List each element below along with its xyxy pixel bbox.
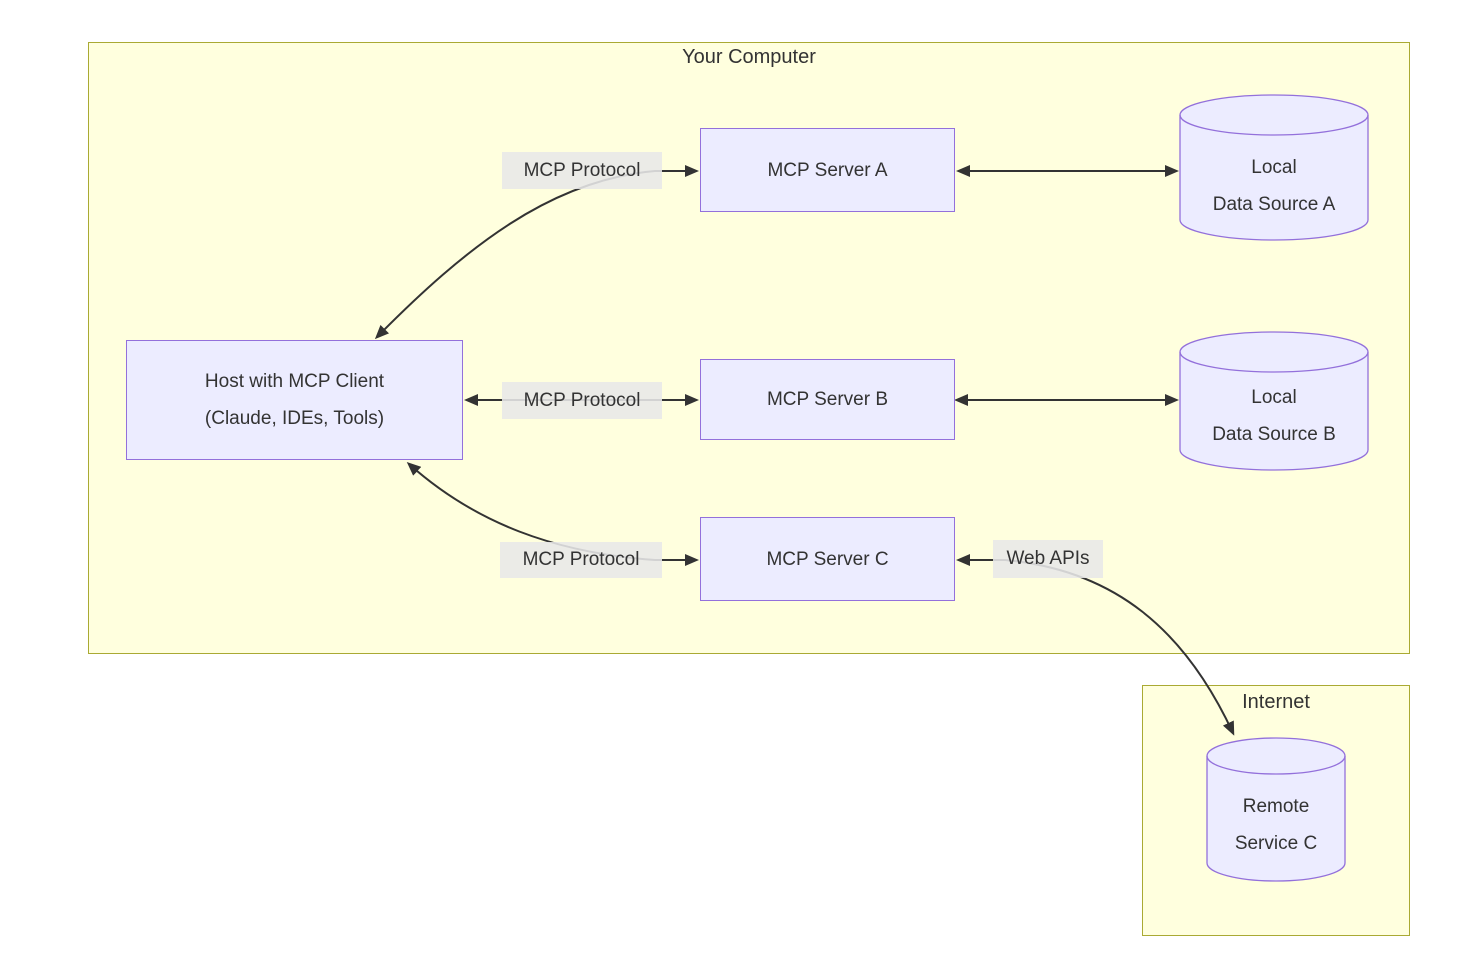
source-a-label-line1: Local — [1251, 157, 1297, 178]
node-server-c-label: MCP Server C — [766, 548, 889, 570]
cylinder-local-data-source-b — [1179, 331, 1369, 471]
node-server-a-label: MCP Server A — [767, 159, 888, 181]
edge-label-mcp-protocol-c: MCP Protocol — [500, 542, 662, 578]
source-b-label-line2: Data Source B — [1212, 424, 1336, 445]
node-mcp-server-a: MCP Server A — [700, 128, 955, 212]
node-host-with-mcp-client: Host with MCP Client (Claude, IDEs, Tool… — [126, 340, 463, 460]
node-mcp-server-b: MCP Server B — [700, 359, 955, 440]
cylinder-local-data-source-a — [1179, 94, 1369, 241]
node-mcp-server-c: MCP Server C — [700, 517, 955, 601]
cylinder-remote-service-c — [1206, 737, 1346, 882]
node-host-label-line2: (Claude, IDEs, Tools) — [204, 408, 385, 429]
node-local-data-source-a-label: Local Data Source A — [1180, 149, 1368, 223]
node-remote-service-c-label: Remote Service C — [1207, 788, 1345, 862]
edge-label-web-apis: Web APIs — [993, 540, 1103, 578]
edge-host-to-server-a — [374, 165, 699, 340]
remote-c-label-line2: Service C — [1234, 833, 1318, 854]
edge-label-mcp-protocol-b: MCP Protocol — [502, 382, 662, 419]
remote-c-label-line1: Remote — [1242, 796, 1310, 817]
cluster-your-computer-title: Your Computer — [682, 46, 816, 68]
source-a-label-line2: Data Source A — [1212, 194, 1336, 215]
node-server-b-label: MCP Server B — [766, 389, 889, 410]
node-local-data-source-b-label: Local Data Source B — [1180, 379, 1368, 453]
cluster-internet-title: Internet — [1242, 691, 1310, 713]
node-host-label-line1: Host with MCP Client — [204, 371, 385, 392]
source-b-label-line1: Local — [1251, 387, 1297, 408]
edge-label-mcp-protocol-a: MCP Protocol — [502, 152, 662, 189]
